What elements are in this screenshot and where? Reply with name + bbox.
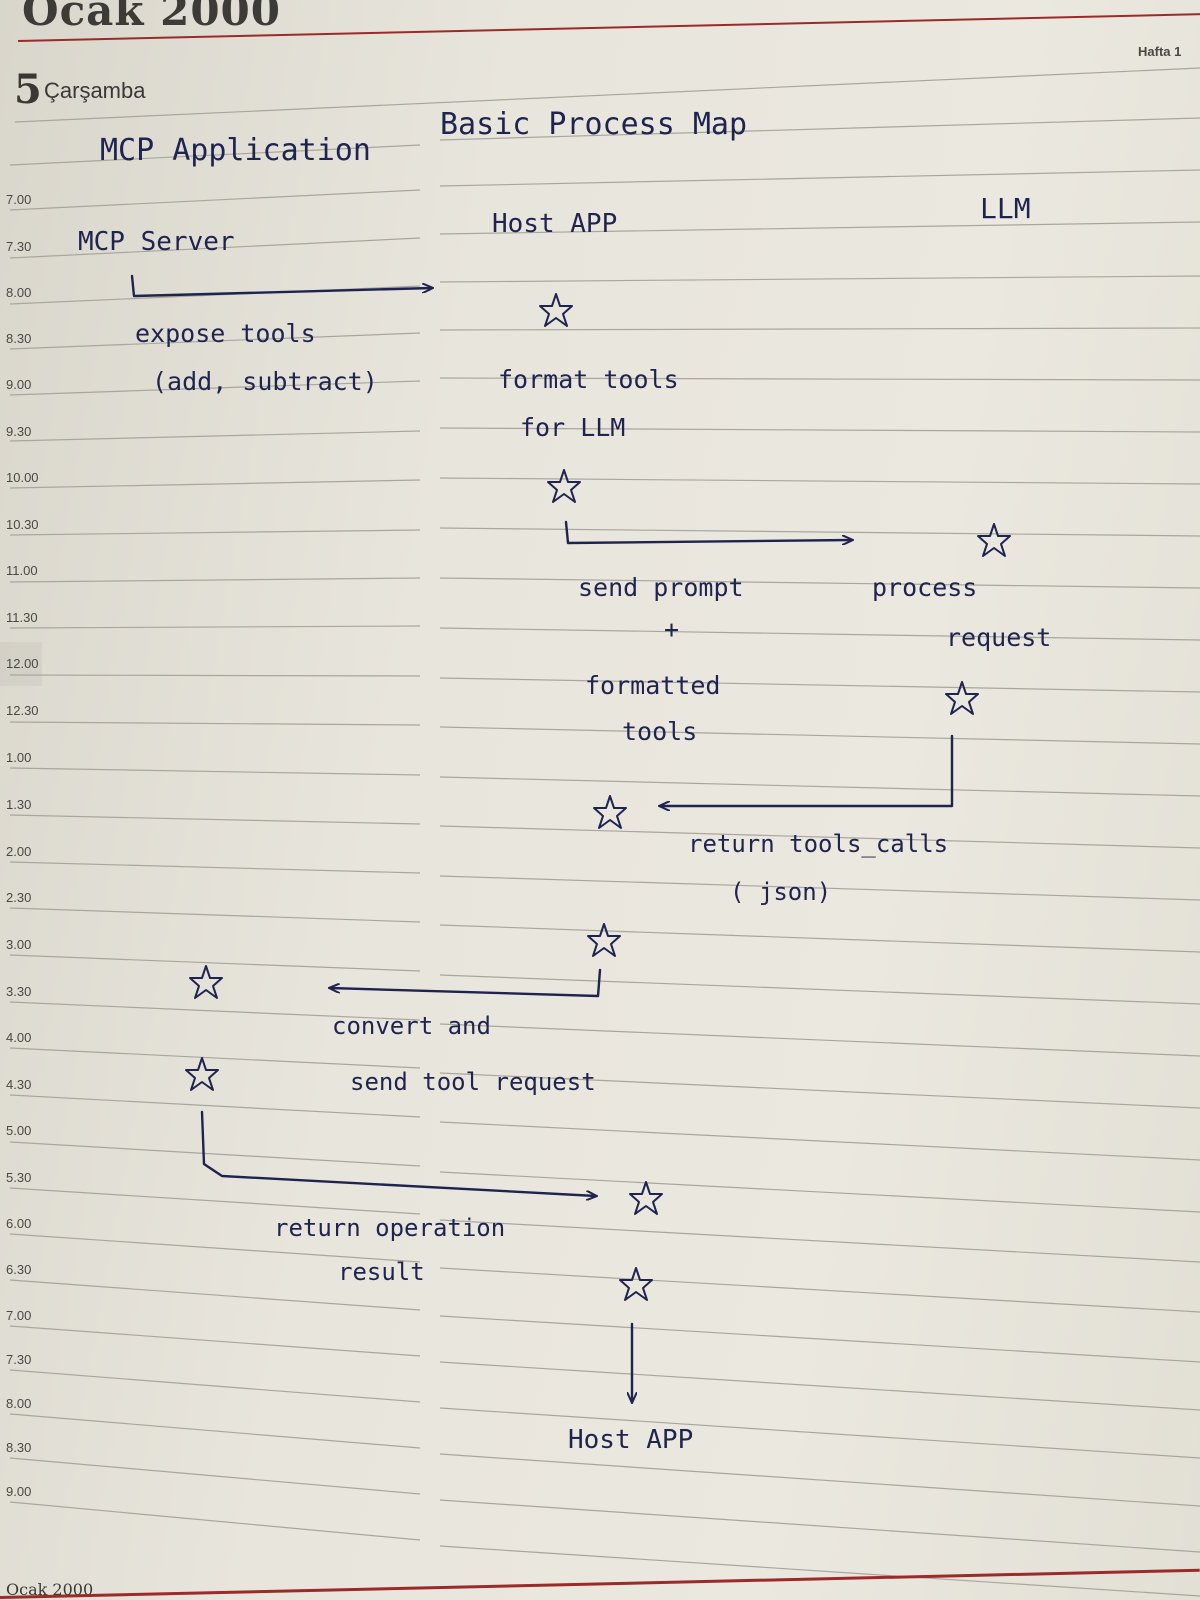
time-slot: 6.00 [6,1216,32,1231]
ruled-lines [9,67,1200,1597]
note-host-app-end: Host APP [568,1425,693,1455]
star-icon [547,469,581,503]
time-slot: 7.30 [6,239,32,254]
lane-llm: LLM [980,192,1031,225]
star-icon [539,293,573,327]
note-convert-send-2: send tool request [350,1068,596,1096]
time-slot: 5.30 [6,1170,32,1185]
time-slot: 10.30 [6,517,39,532]
time-slot: 9.00 [6,1484,32,1499]
time-slot: 3.30 [6,984,32,999]
week-label: Hafta 1 [1138,44,1182,59]
arrow-mcp-to-host [130,274,432,298]
note-format-tools-llm: for LLM [520,413,625,442]
note-process-request: process [872,573,977,602]
day-number: 5 [14,66,42,113]
star-markers [185,293,1011,1301]
note-format-tools: format tools [498,365,679,394]
star-icon [619,1267,653,1301]
arrow-host-to-mcp [330,968,602,998]
note-send-prompt-plus: + [664,615,679,644]
time-slot: 10.00 [6,470,39,485]
note-send-prompt: send prompt [578,573,744,602]
note-return-result: return operation [274,1214,505,1242]
note-return-tool-calls-json: ( json) [730,878,831,906]
time-slot: 11.30 [6,610,38,625]
note-return-tool-calls: return tools_calls [688,830,948,858]
note-process-request-2: request [946,623,1051,652]
star-icon [593,795,627,829]
note-title-left: MCP Application [100,133,371,168]
time-slot: 7.00 [6,192,32,207]
day-name: Çarşamba [44,78,146,103]
time-slot: 8.30 [6,331,32,346]
time-slot: 4.00 [6,1030,32,1045]
time-slot: 9.00 [6,377,32,392]
time-slot: 3.00 [6,937,32,952]
note-title-right: Basic Process Map [440,107,747,142]
time-slot: 12.00 [6,656,39,671]
time-slot: 6.30 [6,1262,32,1277]
note-convert-send: convert and [332,1012,491,1040]
flow-arrows [130,274,954,1402]
time-slot: 5.00 [6,1123,32,1138]
time-shade [0,642,42,686]
time-slot: 1.00 [6,750,32,765]
time-slot: 11.00 [6,563,38,578]
time-slot: 8.00 [6,1396,32,1411]
star-icon [185,1057,219,1091]
lane-mcp-server: MCP Server [78,227,235,257]
time-slot: 4.30 [6,1077,32,1092]
time-slot: 7.00 [6,1308,32,1323]
time-slot: 2.30 [6,890,32,905]
time-slot: 12.30 [6,703,39,718]
star-icon [189,965,223,999]
time-slot: 8.00 [6,285,32,300]
handwritten-text: MCP Application Basic Process Map MCP Se… [78,107,1051,1455]
arrow-llm-to-host [660,734,954,806]
star-icon [945,681,979,715]
time-slot: 1.30 [6,797,32,812]
header-month: Ocak 2000 [22,0,281,35]
note-send-prompt-tools: tools [622,717,697,746]
note-return-result-2: result [338,1258,425,1286]
note-send-prompt-formatted: formatted [585,671,720,700]
arrow-host-to-llm [564,520,852,543]
arrow-mcp-to-host-result [200,1110,596,1196]
star-icon [629,1181,663,1215]
lane-host-app: Host APP [492,209,617,239]
note-expose-tools: expose tools [135,319,316,348]
time-slot: 7.30 [6,1352,32,1367]
note-expose-tools-args: (add, subtract) [152,367,378,396]
star-icon [977,523,1011,557]
time-slot: 2.00 [6,844,32,859]
time-slot: 9.30 [6,424,32,439]
star-icon [587,923,621,957]
time-slot: 8.30 [6,1440,32,1455]
